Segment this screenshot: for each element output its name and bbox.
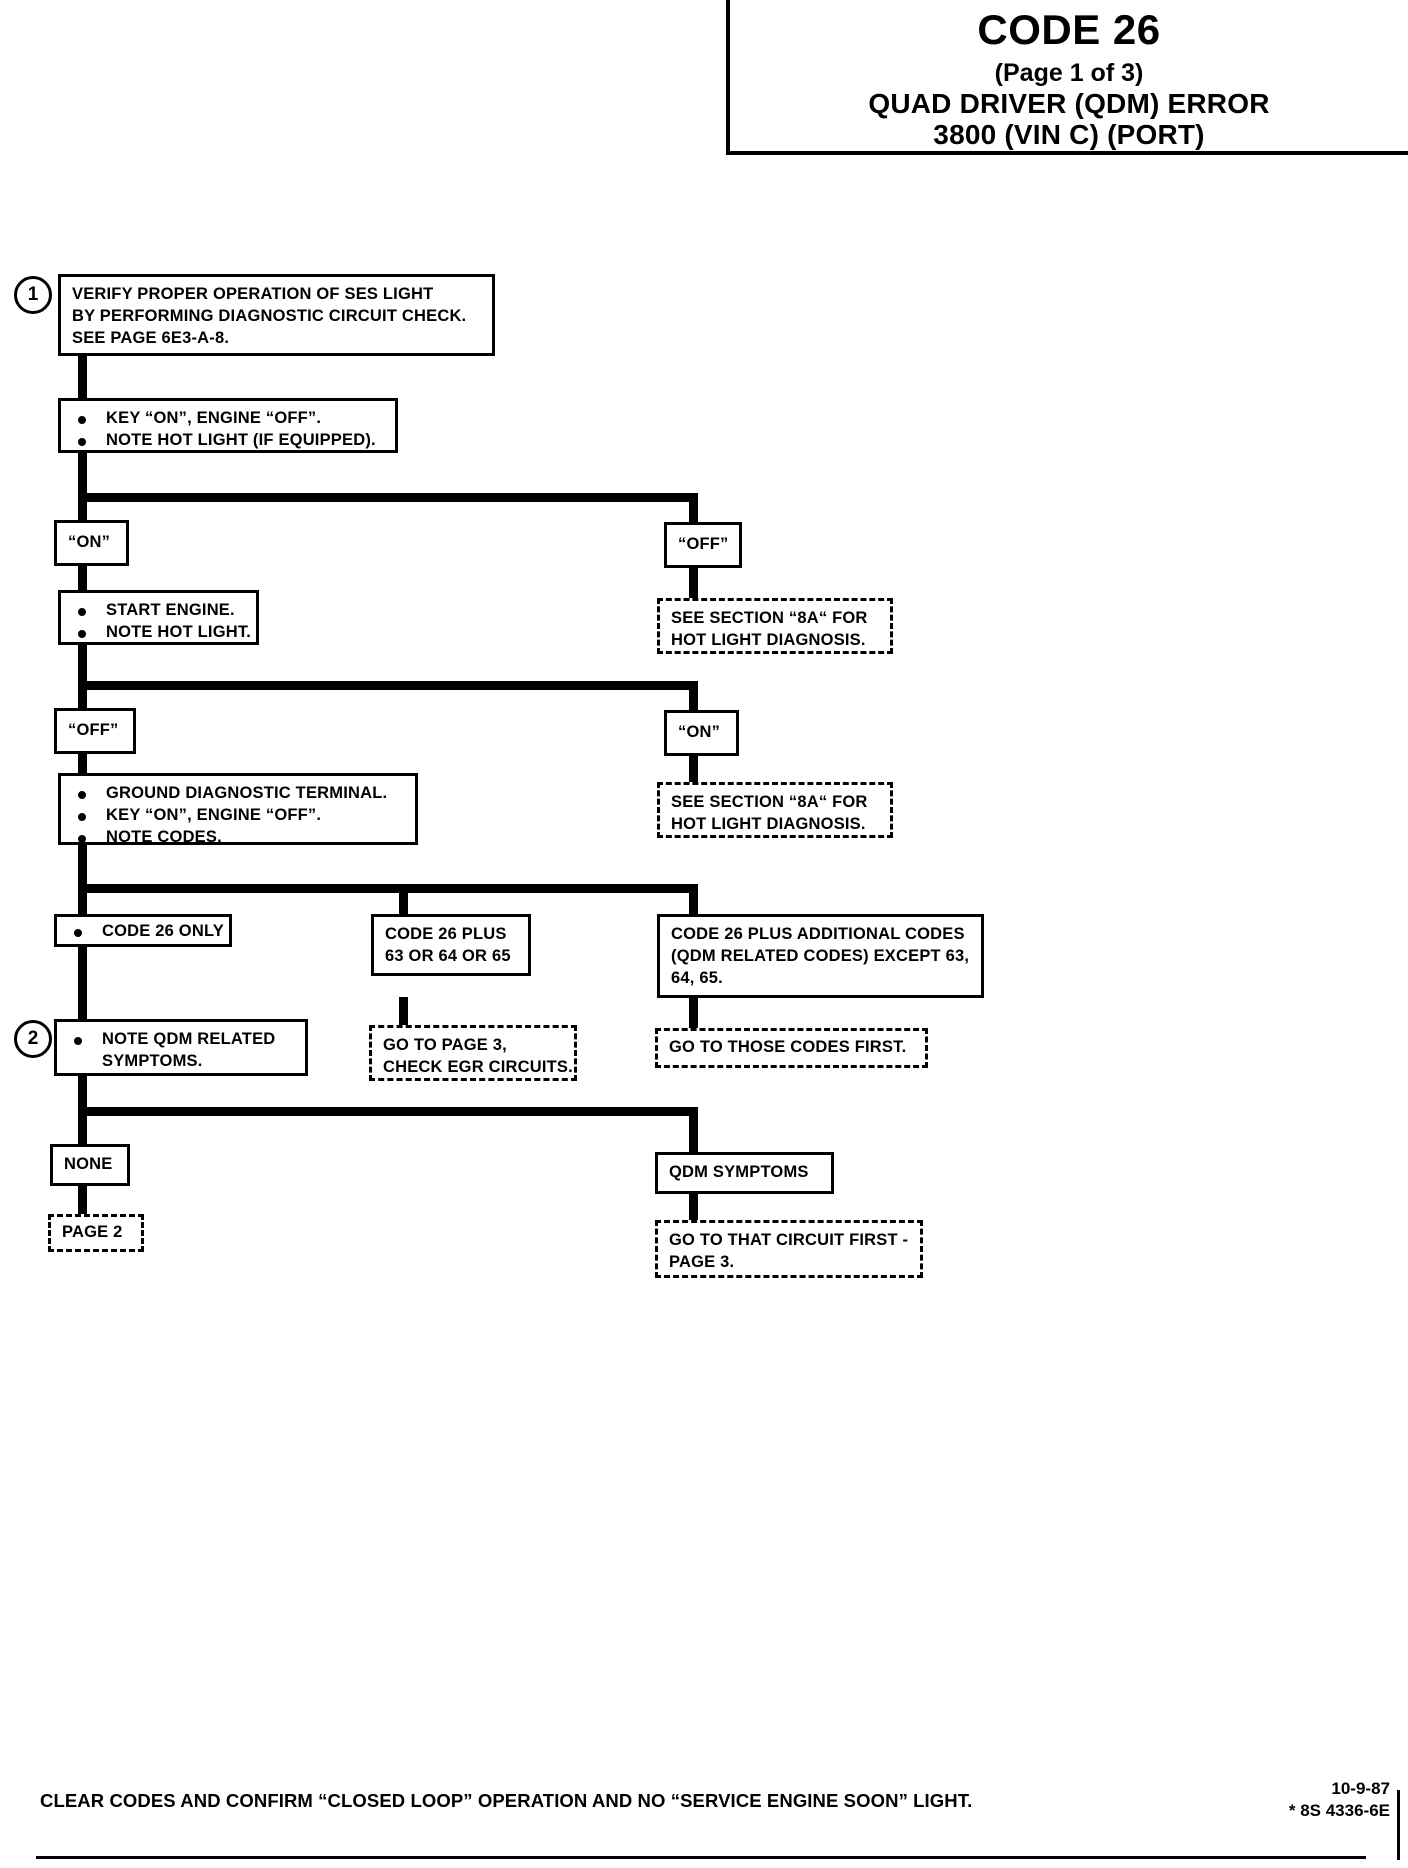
box-see-section-8a-2[interactable]: SEE SECTION “8A“ FOR HOT LIGHT DIAGNOSIS… xyxy=(657,782,893,838)
header-page-of: (Page 1 of 3) xyxy=(994,59,1144,88)
step-marker-1: 1 xyxy=(14,276,52,314)
box-go-to-page-3-egr[interactable]: GO TO PAGE 3, CHECK EGR CIRCUITS. xyxy=(369,1025,577,1081)
connector-split-mid-3 xyxy=(399,884,408,916)
connector-ground-down xyxy=(78,843,87,915)
connector-split-right-3 xyxy=(689,884,698,916)
start-engine-bullet-list: START ENGINE. NOTE HOT LIGHT. xyxy=(72,600,251,644)
connector-code26add-to-gothose xyxy=(689,998,698,1028)
go-page3-egr-line-1: GO TO PAGE 3, xyxy=(383,1036,507,1054)
box-start-engine[interactable]: START ENGINE. NOTE HOT LIGHT. xyxy=(58,590,259,645)
box-branch-off-1[interactable]: “OFF” xyxy=(664,522,742,568)
box-code-26-only[interactable]: CODE 26 ONLY xyxy=(54,914,232,947)
note-qdm-text-1: NOTE QDM RELATED xyxy=(102,1030,276,1048)
connector-code26plus-to-gopage3 xyxy=(399,997,408,1025)
connector-split-right-4 xyxy=(689,1107,698,1152)
connector-split-right-2 xyxy=(689,681,698,713)
go-page3-egr-line-2: CHECK EGR CIRCUITS. xyxy=(383,1057,573,1076)
start-engine-bullet-2: NOTE HOT LIGHT. xyxy=(72,622,251,644)
see-8a-1-line-2: HOT LIGHT DIAGNOSIS. xyxy=(671,630,866,649)
connector-split-bar-2 xyxy=(78,681,698,690)
footer-divider xyxy=(36,1856,1366,1859)
connector-split-left-3 xyxy=(78,884,87,916)
note-qdm-bullet-list: NOTE QDM RELATED xyxy=(68,1029,296,1051)
ground-terminal-bullet-list: GROUND DIAGNOSTIC TERMINAL. KEY “ON”, EN… xyxy=(72,783,406,849)
code-26-only-bullet-1: CODE 26 ONLY xyxy=(68,921,224,943)
box-none[interactable]: NONE xyxy=(50,1144,130,1186)
branch-on-2-label: “ON” xyxy=(678,723,721,742)
ground-terminal-bullet-2: KEY “ON”, ENGINE “OFF”. xyxy=(72,805,406,827)
header-code-title: CODE 26 xyxy=(977,6,1161,53)
connector-split-right-1 xyxy=(689,493,698,523)
connector-none-to-page2 xyxy=(78,1185,87,1215)
qdm-symptoms-label: QDM SYMPTOMS xyxy=(669,1163,809,1182)
go-that-circuit-line-2: PAGE 3. xyxy=(669,1252,735,1271)
footer-part-number: * 8S 4336-6E xyxy=(1288,1801,1390,1821)
box-branch-off-2[interactable]: “OFF” xyxy=(54,708,136,754)
step-marker-2: 2 xyxy=(14,1020,52,1058)
code-26-add-line-2: (QDM RELATED CODES) EXCEPT 63, xyxy=(671,946,970,965)
box-code-26-additional[interactable]: CODE 26 PLUS ADDITIONAL CODES (QDM RELAT… xyxy=(657,914,984,998)
header-subtitle-line1: QUAD DRIVER (QDM) ERROR xyxy=(868,87,1270,119)
start-engine-bullet-1: START ENGINE. xyxy=(72,600,247,622)
verify-line-1: VERIFY PROPER OPERATION OF SES LIGHT xyxy=(72,285,434,303)
connector-split-bar-4 xyxy=(78,1107,698,1116)
page-header: CODE 26 (Page 1 of 3) QUAD DRIVER (QDM) … xyxy=(726,0,1408,155)
go-those-codes-line-1: GO TO THOSE CODES FIRST. xyxy=(669,1038,907,1057)
box-see-section-8a-1[interactable]: SEE SECTION “8A“ FOR HOT LIGHT DIAGNOSIS… xyxy=(657,598,893,654)
box-verify-ses-light[interactable]: VERIFY PROPER OPERATION OF SES LIGHT BY … xyxy=(58,274,495,356)
box-code-26-plus[interactable]: CODE 26 PLUS 63 OR 64 OR 65 xyxy=(371,914,531,976)
footer-note: CLEAR CODES AND CONFIRM “CLOSED LOOP” OP… xyxy=(40,1790,973,1811)
go-that-circuit-line-1: GO TO THAT CIRCUIT FIRST - xyxy=(669,1231,909,1249)
none-label: NONE xyxy=(64,1155,113,1174)
see-8a-2-line-2: HOT LIGHT DIAGNOSIS. xyxy=(671,814,866,833)
key-on-bullet-2: NOTE HOT LIGHT (IF EQUIPPED). xyxy=(72,430,386,452)
header-subtitle-line2: 3800 (VIN C) (PORT) xyxy=(933,118,1205,150)
key-on-bullet-list: KEY “ON”, ENGINE “OFF”. NOTE HOT LIGHT (… xyxy=(72,408,386,452)
connector-split-left-2 xyxy=(78,681,87,713)
box-go-to-those-codes-first[interactable]: GO TO THOSE CODES FIRST. xyxy=(655,1028,928,1068)
page-2-label: PAGE 2 xyxy=(62,1223,123,1242)
verify-line-2: BY PERFORMING DIAGNOSTIC CIRCUIT CHECK. xyxy=(72,306,467,325)
connector-keyon-down xyxy=(78,452,87,502)
ground-terminal-bullet-3: NOTE CODES. xyxy=(72,827,406,849)
code-26-only-bullet-list: CODE 26 ONLY xyxy=(68,921,224,943)
box-qdm-symptoms[interactable]: QDM SYMPTOMS xyxy=(655,1152,834,1194)
box-ground-diagnostic-terminal[interactable]: GROUND DIAGNOSTIC TERMINAL. KEY “ON”, EN… xyxy=(58,773,418,846)
connector-split-left-4 xyxy=(78,1107,87,1145)
connector-qdmsym-to-gocircuit xyxy=(689,1193,698,1220)
box-branch-on-2[interactable]: “ON” xyxy=(664,710,739,756)
note-qdm-bullet-1: NOTE QDM RELATED xyxy=(68,1029,296,1051)
key-on-bullet-1: KEY “ON”, ENGINE “OFF”. xyxy=(72,408,386,430)
ground-terminal-bullet-1: GROUND DIAGNOSTIC TERMINAL. xyxy=(72,783,406,805)
branch-off-1-label: “OFF” xyxy=(678,535,729,554)
box-go-to-that-circuit-first[interactable]: GO TO THAT CIRCUIT FIRST - PAGE 3. xyxy=(655,1220,923,1278)
code-26-add-line-1: CODE 26 PLUS ADDITIONAL CODES xyxy=(671,925,965,943)
verify-line-3: SEE PAGE 6E3-A-8. xyxy=(72,328,230,347)
connector-split-bar-1 xyxy=(78,493,698,502)
connector-code26only-to-noteqdm xyxy=(78,944,87,1020)
footer-date: 10-9-87 xyxy=(1331,1779,1390,1798)
branch-off-2-label: “OFF” xyxy=(68,721,119,740)
box-key-on-engine-off[interactable]: KEY “ON”, ENGINE “OFF”. NOTE HOT LIGHT (… xyxy=(58,398,398,453)
code-26-add-line-3: 64, 65. xyxy=(671,968,723,987)
footer-meta: 10-9-87 * 8S 4336-6E xyxy=(1289,1778,1390,1822)
see-8a-2-line-1: SEE SECTION “8A“ FOR xyxy=(671,793,868,811)
connector-start-down xyxy=(78,643,87,693)
connector-split-bar-3 xyxy=(78,884,698,893)
box-branch-on-1[interactable]: “ON” xyxy=(54,520,129,566)
branch-on-1-label: “ON” xyxy=(68,533,111,552)
connector-on2-to-see8a2 xyxy=(689,752,698,784)
box-page-2[interactable]: PAGE 2 xyxy=(48,1214,144,1252)
box-note-qdm-symptoms[interactable]: NOTE QDM RELATED SYMPTOMS. xyxy=(54,1019,308,1076)
connector-off2-to-ground xyxy=(78,752,87,780)
note-qdm-text-2: SYMPTOMS. xyxy=(102,1051,203,1070)
connector-off-to-see8a1 xyxy=(689,565,698,600)
connector-on-to-start xyxy=(78,565,87,597)
connector-verify-to-keyon xyxy=(78,355,87,400)
see-8a-1-line-1: SEE SECTION “8A“ FOR xyxy=(671,609,868,627)
code-26-plus-line-1: CODE 26 PLUS xyxy=(385,925,507,943)
connector-split-left-1 xyxy=(78,493,87,523)
footer-edge-tick xyxy=(1397,1790,1400,1860)
code-26-plus-line-2: 63 OR 64 OR 65 xyxy=(385,946,511,965)
